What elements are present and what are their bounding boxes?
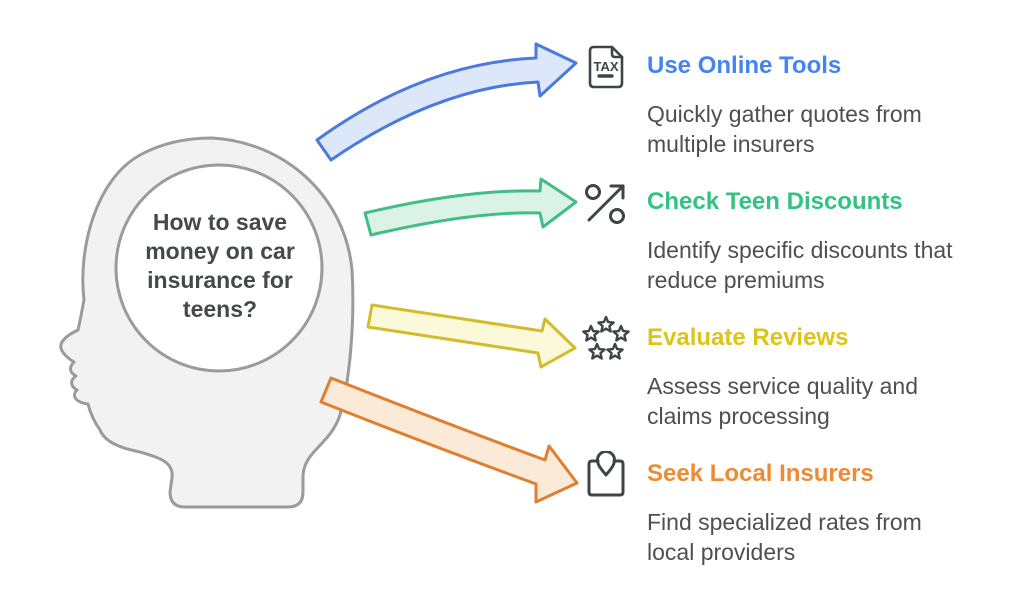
step-title: Check Teen Discounts [647,188,903,215]
arrow-evaluate-reviews [366,303,577,369]
step-title: Use Online Tools [647,52,842,79]
step-seek-local-insurers: Seek Local Insurers Find specialized rat… [582,450,967,567]
step-title: Evaluate Reviews [647,324,849,351]
step-description: Quickly gather quotes from multiple insu… [647,101,922,157]
central-question: How to save money on car insurance for t… [145,209,295,322]
step-description: Identify specific discounts that reduce … [647,237,953,293]
map-pin-icon [582,450,630,499]
arrow-check-teen-discounts [363,177,578,237]
percent-arrow-icon [582,179,630,227]
step-check-teen-discounts: Check Teen Discounts Identify specific d… [582,179,967,295]
arrow-seek-local-insurers [319,376,579,504]
step-title: Seek Local Insurers [647,460,874,487]
tax-icon-label: TAX [593,59,618,74]
arrow-use-online-tools [315,42,578,162]
brain-circle [114,163,324,373]
five-stars-icon [582,315,630,363]
step-evaluate-reviews: Evaluate Reviews Assess service quality … [582,315,967,431]
step-use-online-tools: TAX Use Online Tools Quickly gather quot… [582,43,967,159]
tax-document-icon: TAX [582,43,630,91]
step-description: Assess service quality and claims proces… [647,373,919,429]
step-description: Find specialized rates from local provid… [647,509,922,565]
